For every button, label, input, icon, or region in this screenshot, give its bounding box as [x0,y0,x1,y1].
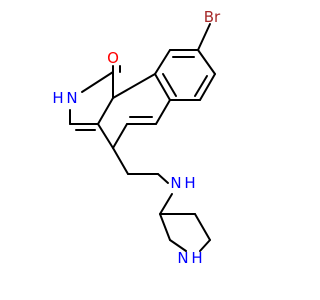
bond-pyrrolidine-3 [199,239,211,252]
bond-pyrrolidine-2 [169,239,187,252]
atom-h-amine: H [184,174,195,192]
bond-ring-a-4 [154,73,171,101]
bond-ring-b-5 [97,97,114,125]
bond-ring-a-5 [154,49,171,75]
bond-ring-b-6 [112,73,156,99]
bond-ring-a-4-inner [162,73,177,97]
molecule-structure: Br O N H N H N H [52,8,221,267]
bond-ring-b-4 [97,123,114,149]
atom-h-lactam: H [52,89,63,107]
atom-labels: Br O N H N H N H [52,8,221,267]
bond-lines [69,23,216,252]
bond-n-pyrrolidine [159,193,173,215]
bond-c-br [197,23,211,51]
bond-ring-a-2-inner [194,75,208,97]
bond-ring-a-1 [197,49,216,75]
bond-ring-b-3 [112,123,128,149]
bond-ring-b-1 [155,99,171,125]
bond-pyrrolidine-1 [159,213,171,241]
atom-br: Br [204,8,221,26]
atom-h-pyrrolidine: H [191,249,202,267]
atom-n-amine: N [170,174,181,192]
atom-n-lactam: N [66,89,77,107]
bond-ch2-3 [157,173,169,184]
bond-ring-c-2 [81,71,114,93]
bond-pyrrolidine-4 [194,213,211,241]
atom-n-pyrrolidine: N [177,249,188,267]
bond-ch2-1 [112,147,129,175]
atom-o: O [107,49,119,67]
bond-ring-a-2 [199,73,216,101]
